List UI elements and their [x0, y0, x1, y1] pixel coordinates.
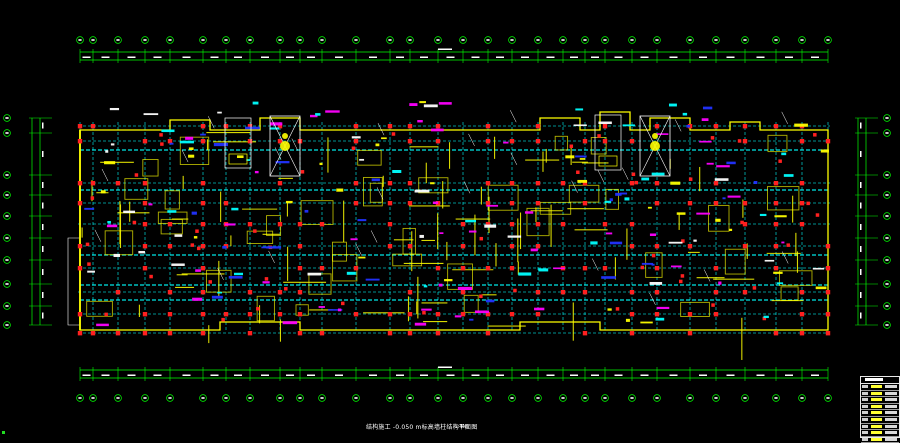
title-block-row	[861, 417, 899, 424]
title-block-row	[861, 424, 899, 431]
title-block-row	[861, 430, 899, 437]
title-block-header	[861, 377, 899, 384]
top-dimension-lines	[76, 36, 832, 63]
annotation-tags	[84, 101, 829, 327]
scale-note: 1:100	[455, 424, 468, 429]
stair-cores	[224, 114, 671, 177]
title-block-row	[861, 397, 899, 404]
right-dimension-lines	[855, 114, 891, 329]
title-block-table	[860, 376, 900, 443]
left-dimension-lines	[3, 114, 52, 329]
drawing-title: 结构施工 -0.050 m标高墙柱结构平面图	[366, 424, 478, 431]
title-block-row	[861, 391, 899, 398]
origin-marker	[2, 431, 5, 434]
title-block-rows	[861, 384, 899, 443]
column-markers	[77, 124, 831, 336]
title-block-row	[861, 404, 899, 411]
title-block-row	[861, 410, 899, 417]
bottom-dimension-lines	[76, 366, 832, 402]
title-block-row	[861, 384, 899, 391]
